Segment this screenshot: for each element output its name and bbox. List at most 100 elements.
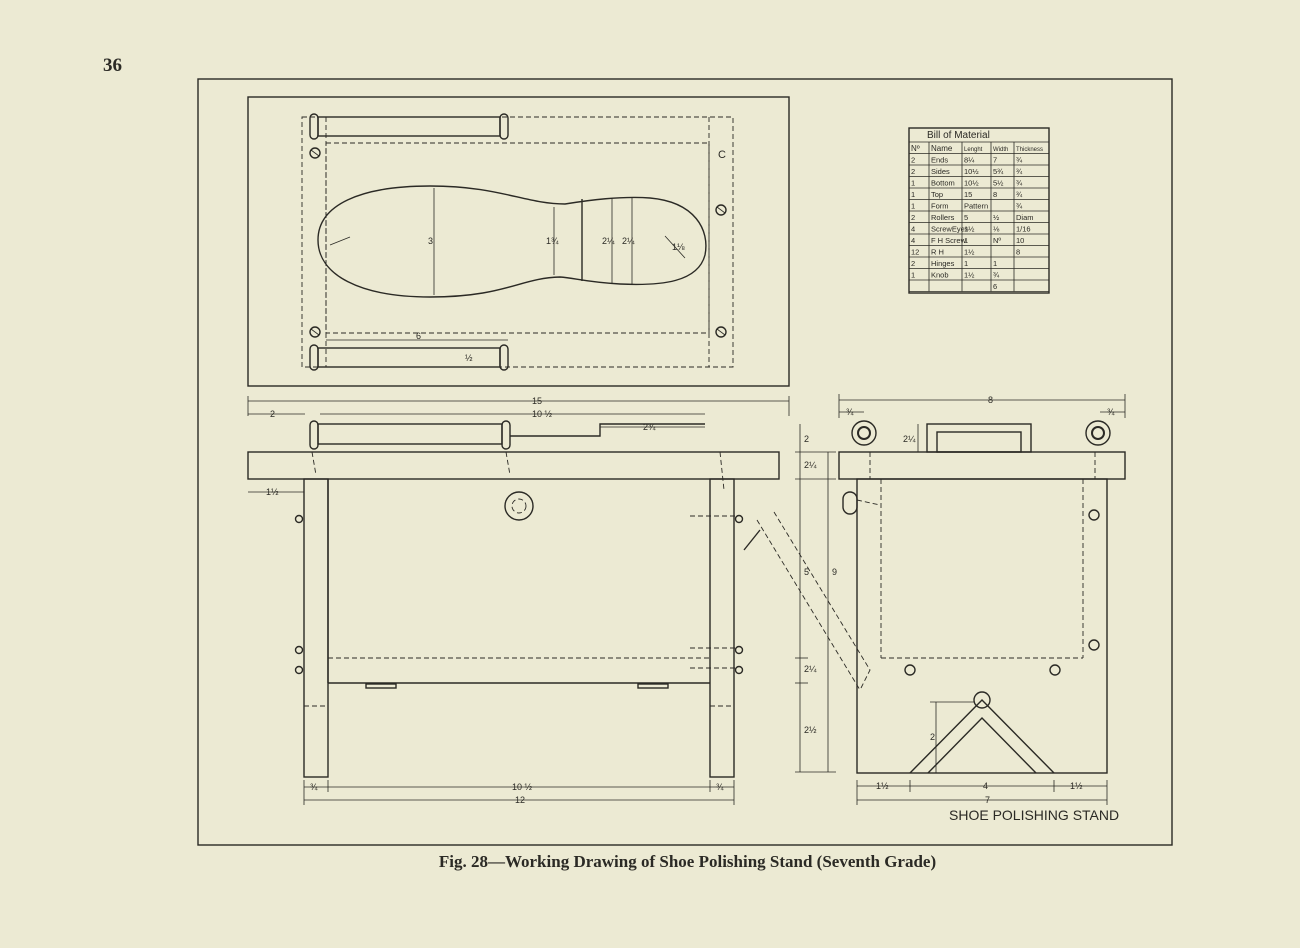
plan-dim-waist: 2¼ xyxy=(602,236,615,246)
bom-cell: 1 xyxy=(993,259,997,268)
bom-cell: Nº xyxy=(993,236,1001,245)
bom-cell: 8 xyxy=(993,190,997,199)
bom-cell: 10½ xyxy=(964,167,979,176)
front-leg-right xyxy=(709,478,735,778)
front-dim-overall: 15 xyxy=(532,396,542,406)
shoe-sole-form xyxy=(317,185,707,298)
side-dim-bottom-overall: 7 xyxy=(985,795,990,805)
svg-text:C: C xyxy=(718,149,726,161)
side-dim-right: ¾ xyxy=(1107,407,1115,417)
bom-title: Bill of Material xyxy=(927,130,990,141)
drawing-border xyxy=(197,78,1173,846)
plan-roller-top xyxy=(309,113,509,140)
plan-dim-roller-dia: ½ xyxy=(465,353,473,363)
bill-of-material: Bill of Material Nº Name Lenght Width Thickn… xyxy=(908,127,1050,294)
bom-cell: ¾ xyxy=(1016,156,1023,165)
plan-view: C 3 1¾ 2¼ 2¼ 1⅛ 6 ½ xyxy=(247,96,790,387)
front-dim-h-roller: 2 xyxy=(804,434,809,444)
side-dim-bottom-left: 1½ xyxy=(876,781,889,791)
front-dim-h-top: 2¼ xyxy=(804,460,817,470)
bom-cell: ScrewEyes xyxy=(931,225,969,234)
bom-cell: 15 xyxy=(964,190,972,199)
bom-header: Lenght xyxy=(964,147,983,153)
side-foot-cutout xyxy=(909,699,1055,774)
front-dim-h-leg: 2½ xyxy=(804,725,817,735)
drawing-title: SHOE POLISHING STAND xyxy=(949,807,1119,823)
plan-top-board xyxy=(247,96,790,387)
bom-cell: 2 xyxy=(911,156,915,165)
side-dim-left: ¾ xyxy=(846,407,854,417)
bom-cell: ¾ xyxy=(1016,179,1023,188)
bom-cell: Ends xyxy=(931,156,948,165)
bom-cell: ½ xyxy=(993,213,1000,222)
bom-cell: 1 xyxy=(911,271,915,280)
bom-cell: 5¾ xyxy=(993,167,1004,176)
front-dim-bottom-left: ¾ xyxy=(310,782,318,792)
bom-cell: 1 xyxy=(964,236,968,245)
front-elevation: 15 10 ½ 2 2¾ xyxy=(247,396,871,805)
bom-cell: 10½ xyxy=(964,179,979,188)
side-dim-bottom-right: 1½ xyxy=(1070,781,1083,791)
bom-cell: 10 xyxy=(1016,236,1024,245)
front-leg-left xyxy=(303,478,329,778)
side-dim-overall: 8 xyxy=(988,395,993,405)
bom-cell: 1½ xyxy=(964,248,975,257)
bom-header: Nº xyxy=(911,144,920,153)
bom-cell: 1 xyxy=(964,259,968,268)
front-top-board xyxy=(247,451,780,480)
bom-cell: 2 xyxy=(911,213,915,222)
bom-cell: 6 xyxy=(993,282,997,291)
front-dim-bottom-inner: 10 ½ xyxy=(512,782,533,792)
side-end-board xyxy=(856,478,1108,774)
side-dim-roller-height: 2¼ xyxy=(903,434,916,444)
bom-cell: 2 xyxy=(911,167,915,176)
bom-cell: Form xyxy=(931,202,949,211)
bom-cell: ⅛ xyxy=(993,225,1000,234)
plan-dim-heel: 1¾ xyxy=(546,236,559,246)
front-dim-bottom-right: ¾ xyxy=(716,782,724,792)
bom-cell: 12 xyxy=(911,248,919,257)
bom-cell: 7 xyxy=(993,156,997,165)
bom-cell: Diam xyxy=(1016,213,1034,222)
front-dim-h-overall: 9 xyxy=(832,567,837,577)
bom-cell: Knob xyxy=(931,271,949,280)
bom-cell: 8 xyxy=(1016,248,1020,257)
bom-header: Name xyxy=(931,144,953,153)
side-top-board xyxy=(838,451,1126,480)
bom-cell: 2 xyxy=(911,259,915,268)
plan-dim-toe: 1⅛ xyxy=(672,242,685,252)
front-dim-top-right: 2¾ xyxy=(643,422,656,432)
bom-cell: 1 xyxy=(911,190,915,199)
bom-cell: ¾ xyxy=(993,271,1000,280)
bom-header: Width xyxy=(993,147,1008,153)
bom-cell: 5½ xyxy=(993,179,1004,188)
plan-dim-roller-len: 6 xyxy=(416,331,421,341)
plan-dim-ball: 2¼ xyxy=(622,236,635,246)
bom-cell: 1 xyxy=(911,202,915,211)
front-dim-h-side: 2¼ xyxy=(804,664,817,674)
bom-cell: Pattern xyxy=(964,202,988,211)
bom-cell: ¾ xyxy=(1016,190,1023,199)
front-knob xyxy=(504,491,534,521)
bom-cell: 4 xyxy=(911,225,915,234)
bom-cell: 4 xyxy=(911,236,915,245)
bom-cell: ¾ xyxy=(1016,202,1023,211)
front-dim-inner: 10 ½ xyxy=(532,409,553,419)
bom-cell: F H Screw xyxy=(931,236,967,245)
bom-header: Thickness xyxy=(1016,147,1043,153)
bom-cell: 8¼ xyxy=(964,156,975,165)
bom-cell: Sides xyxy=(931,167,950,176)
plan-roller-bottom xyxy=(309,344,509,371)
front-dim-bottom-overall: 12 xyxy=(515,795,525,805)
bom-cell: Bottom xyxy=(931,179,955,188)
page-number: 36 xyxy=(103,55,122,76)
bom-cell: R H xyxy=(931,248,944,257)
side-dim-foot-height: 2 xyxy=(930,732,935,742)
front-dim-h-body: 5 xyxy=(804,567,809,577)
front-dim-offset: 2 xyxy=(270,409,275,419)
bom-cell: 1½ xyxy=(964,271,975,280)
bom-cell: Top xyxy=(931,190,943,199)
bom-cell: ¾ xyxy=(1016,167,1023,176)
bom-cell: Hinges xyxy=(931,259,955,268)
